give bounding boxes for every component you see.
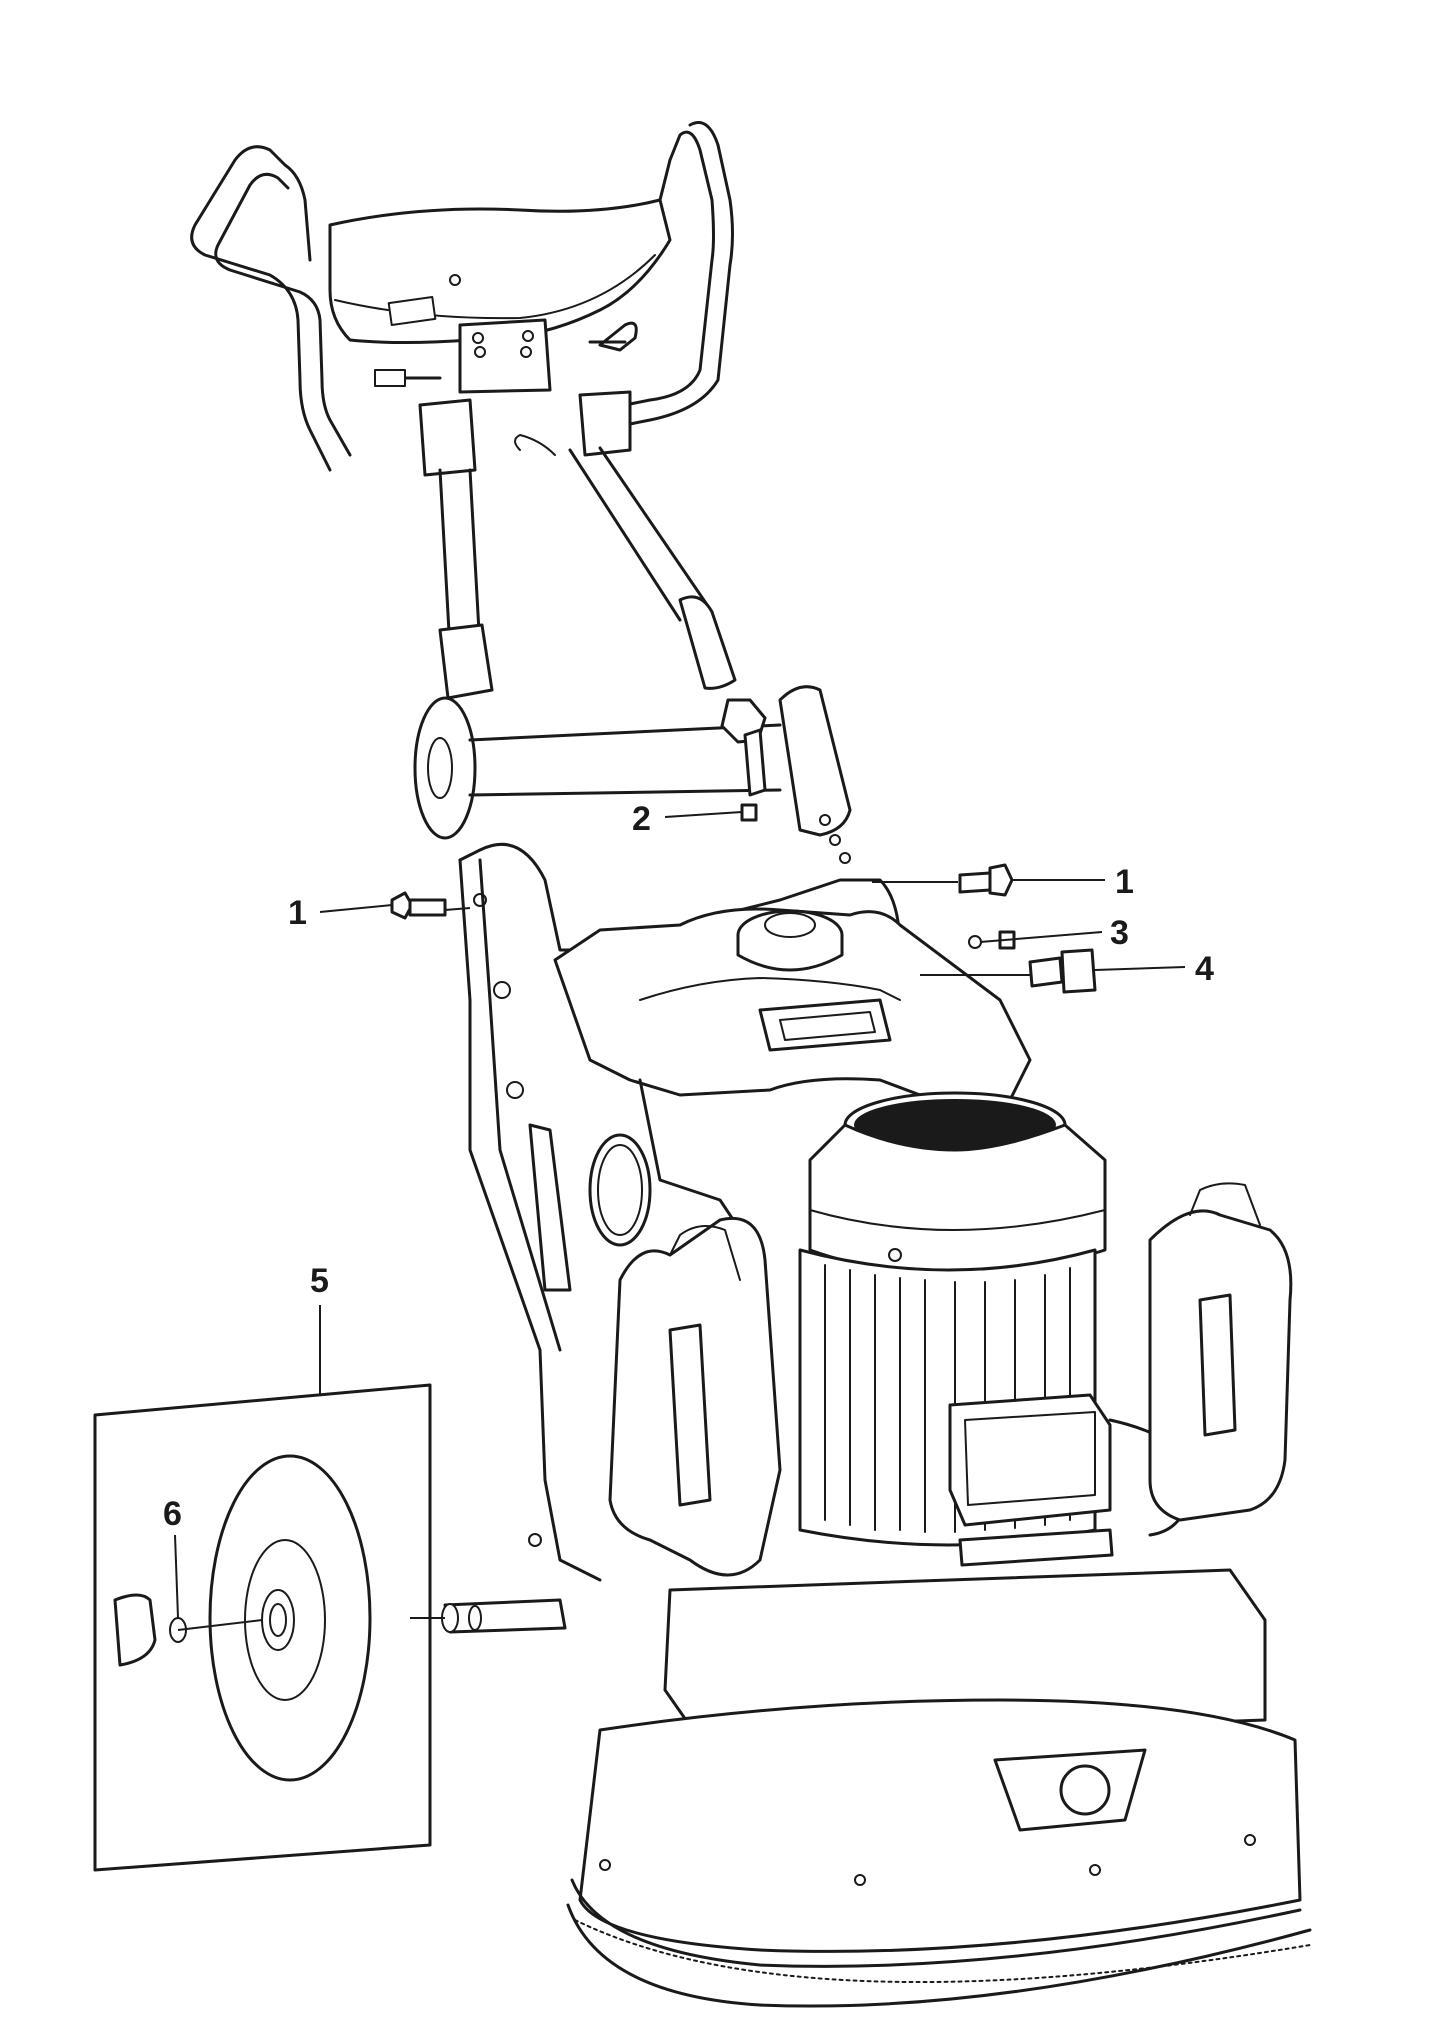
- callout-6: 6: [163, 1495, 182, 1533]
- callout-1-right: 1: [1115, 863, 1134, 901]
- water-tank-cover: [553, 907, 1032, 1262]
- electric-motor: [798, 1091, 1193, 1567]
- leader-lines: [174, 811, 1186, 1619]
- handlebar-assembly: [190, 121, 734, 477]
- side-weights: [608, 1182, 1293, 1577]
- handle-tubes: [413, 446, 852, 864]
- axle-shaft: [410, 1598, 567, 1634]
- callout-4: 4: [1195, 950, 1214, 988]
- callout-1-left: 1: [288, 894, 307, 932]
- callout-3: 3: [1110, 914, 1129, 952]
- fastener-parts: [390, 803, 1097, 994]
- callout-2: 2: [632, 800, 651, 838]
- frame-side-plate: [458, 842, 912, 1582]
- callout-5: 5: [310, 1262, 329, 1300]
- callout-labels: 1 1 2 3 4 5 6: [163, 800, 1214, 1533]
- wheel-detail-box: [93, 1383, 432, 1872]
- grinding-head-base: [566, 1568, 1312, 2008]
